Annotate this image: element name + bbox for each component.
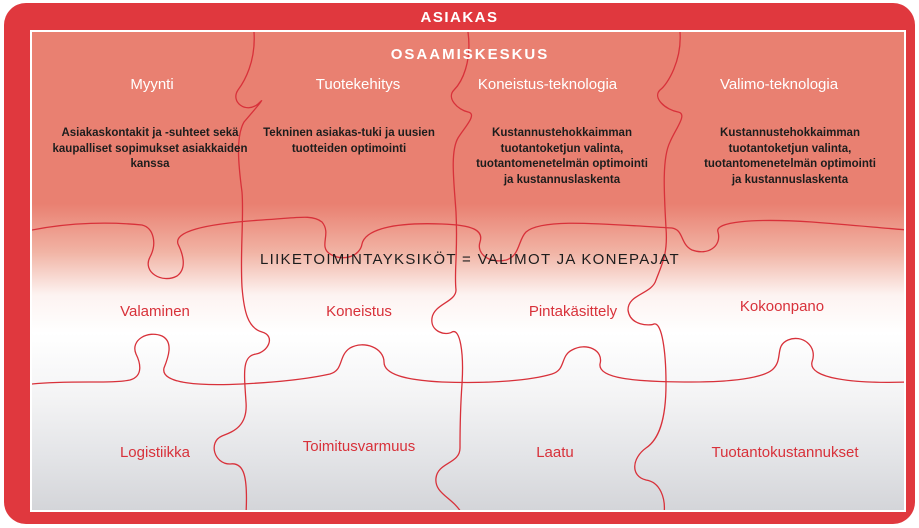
column-heading-product-development: Tuotekehitys bbox=[315, 76, 401, 93]
piece-label-logistics: Logistiikka bbox=[119, 444, 191, 461]
piece-label-production-costs: Tuotantokustannukset bbox=[711, 444, 859, 461]
puzzle-board: OSAAMISKESKUS Myynti Asiakaskontakit ja … bbox=[30, 30, 906, 512]
column-description-sales: Asiakaskontakit ja -suhteet sekä kaupall… bbox=[52, 127, 248, 170]
puzzle-lines bbox=[32, 32, 904, 510]
puzzle-cut-c bbox=[627, 32, 683, 510]
competence-center-title: OSAAMISKESKUS bbox=[390, 46, 550, 63]
column-description-foundry-technology: Kustannustehokkaimman tuotantoketjun val… bbox=[704, 127, 876, 186]
customer-title: ASIAKAS bbox=[420, 9, 499, 26]
puzzle-cut-a bbox=[213, 32, 271, 510]
column-heading-machining-technology: Koneistus-teknologia bbox=[477, 76, 618, 93]
piece-label-surface-treatment: Pintakäsittely bbox=[528, 303, 618, 320]
column-description-product-development: Tekninen asiakas-tuki ja uusien tuotteid… bbox=[263, 127, 435, 155]
business-units-band: LIIKETOIMINTAYKSIKÖT = VALIMOT JA KONEPA… bbox=[259, 251, 681, 268]
column-heading-foundry-technology: Valimo-teknologia bbox=[719, 76, 839, 93]
piece-label-quality: Laatu bbox=[536, 444, 574, 461]
puzzle-cut-b bbox=[431, 32, 473, 510]
piece-label-delivery-reliability: Toimitusvarmuus bbox=[302, 438, 416, 455]
column-description-machining-technology: Kustannustehokkaimman tuotantoketjun val… bbox=[476, 127, 648, 186]
column-heading-sales: Myynti bbox=[130, 76, 174, 93]
puzzle-cut-upper bbox=[32, 216, 904, 280]
piece-label-casting: Valaminen bbox=[120, 303, 190, 320]
piece-label-machining: Koneistus bbox=[326, 303, 392, 320]
piece-label-assembly: Kokoonpano bbox=[739, 298, 825, 315]
puzzle-cut-lower bbox=[32, 333, 904, 386]
